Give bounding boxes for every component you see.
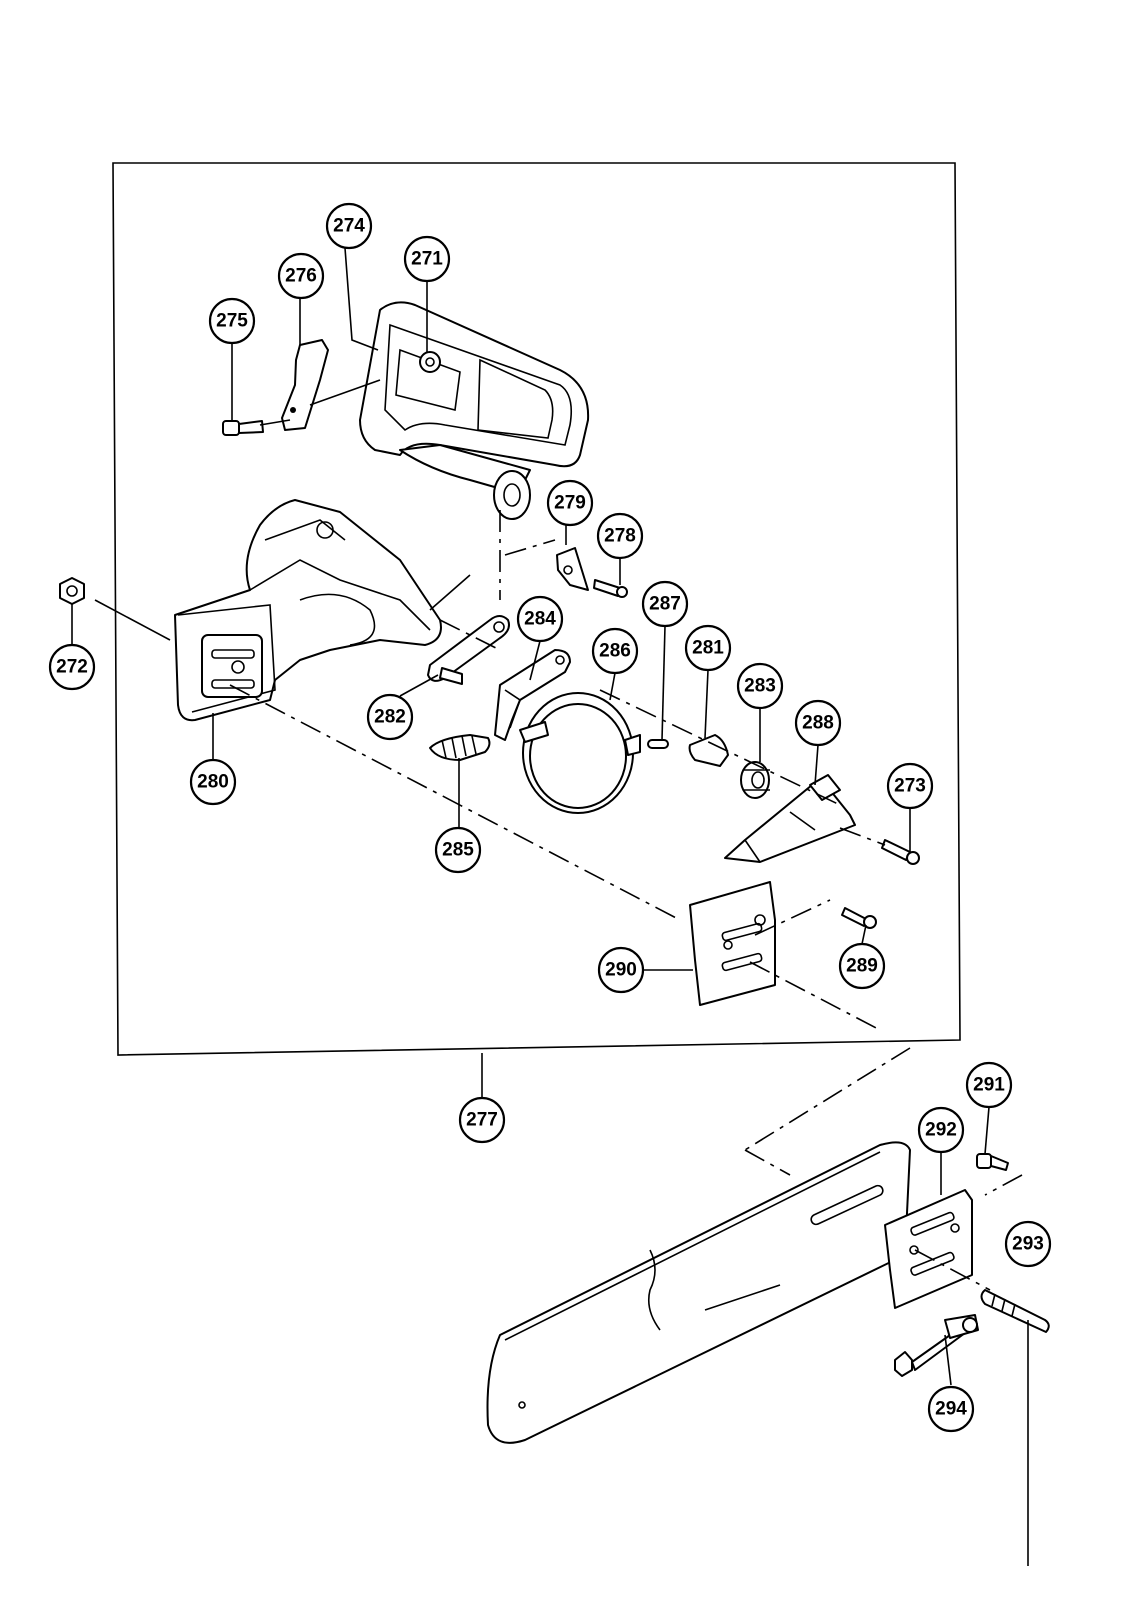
callout-285: 285 <box>434 826 482 874</box>
side-cover-274 <box>359 301 590 520</box>
callout-287: 287 <box>641 580 689 628</box>
svg-text:285: 285 <box>442 840 474 861</box>
callout-276: 276 <box>277 252 325 300</box>
callout-279: 279 <box>546 479 594 527</box>
svg-text:289: 289 <box>846 956 878 977</box>
lever-284 <box>494 649 571 741</box>
svg-text:292: 292 <box>925 1120 957 1141</box>
svg-text:286: 286 <box>599 641 631 662</box>
svg-text:277: 277 <box>466 1110 498 1131</box>
svg-text:281: 281 <box>692 638 724 659</box>
sprocket-283 <box>740 761 770 799</box>
svg-text:283: 283 <box>744 676 776 697</box>
svg-text:273: 273 <box>894 776 926 797</box>
callout-289: 289 <box>838 942 886 990</box>
assembly-lines <box>94 379 1023 1291</box>
svg-text:280: 280 <box>197 772 229 793</box>
callout-271: 271 <box>403 235 451 283</box>
bar-plate-290 <box>689 881 776 1006</box>
adjuster-294 <box>894 1314 979 1377</box>
callout-292: 292 <box>917 1106 965 1154</box>
bolt-291 <box>976 1153 1009 1171</box>
svg-text:275: 275 <box>216 311 248 332</box>
callout-272: 272 <box>48 643 96 691</box>
callout-294: 294 <box>927 1385 975 1433</box>
bolt-275 <box>222 420 264 436</box>
screw-289 <box>841 907 877 929</box>
callout-281: 281 <box>684 624 732 672</box>
callout-290: 290 <box>597 946 645 994</box>
svg-text:293: 293 <box>1012 1234 1044 1255</box>
svg-text:272: 272 <box>56 657 88 678</box>
callout-274: 274 <box>325 202 373 250</box>
svg-text:278: 278 <box>604 526 636 547</box>
clutch-housing-280 <box>174 499 442 722</box>
outer-plate-292 <box>884 1189 973 1309</box>
stud-293 <box>980 1289 1050 1333</box>
callout-288: 288 <box>794 699 842 747</box>
link-282 <box>427 615 510 685</box>
nut-272 <box>59 577 85 605</box>
svg-text:284: 284 <box>524 609 556 630</box>
callout-293: 293 <box>1004 1220 1052 1268</box>
callouts: 271 272 273 274 275 276 277 278 279 280 … <box>48 202 1052 1433</box>
callout-283: 283 <box>736 662 784 710</box>
chain-catcher-276 <box>281 339 329 431</box>
pin-287 <box>647 739 669 749</box>
svg-text:276: 276 <box>285 266 317 287</box>
brake-band-286 <box>519 692 641 814</box>
leader-lines <box>71 247 1029 1566</box>
callout-275: 275 <box>208 297 256 345</box>
svg-text:287: 287 <box>649 594 681 615</box>
svg-text:294: 294 <box>935 1399 967 1420</box>
callout-280: 280 <box>189 758 237 806</box>
callout-291: 291 <box>965 1061 1013 1109</box>
svg-text:274: 274 <box>333 216 365 237</box>
guide-bar <box>486 1141 911 1444</box>
collar-281 <box>688 734 729 767</box>
plate-279 <box>556 547 589 591</box>
nut-271 <box>419 351 441 373</box>
callout-286: 286 <box>591 627 639 675</box>
svg-text:291: 291 <box>973 1075 1005 1096</box>
callout-277: 277 <box>458 1096 506 1144</box>
spring-285 <box>429 734 491 761</box>
screw-278 <box>593 579 628 598</box>
screw-273 <box>881 839 920 865</box>
svg-text:288: 288 <box>802 713 834 734</box>
callout-284: 284 <box>516 595 564 643</box>
callout-282: 282 <box>366 693 414 741</box>
svg-text:279: 279 <box>554 493 586 514</box>
svg-text:282: 282 <box>374 707 406 728</box>
svg-text:290: 290 <box>605 960 637 981</box>
svg-text:271: 271 <box>411 249 443 270</box>
callout-273: 273 <box>886 762 934 810</box>
callout-278: 278 <box>596 512 644 560</box>
assembly-frame-277 <box>112 162 961 1056</box>
